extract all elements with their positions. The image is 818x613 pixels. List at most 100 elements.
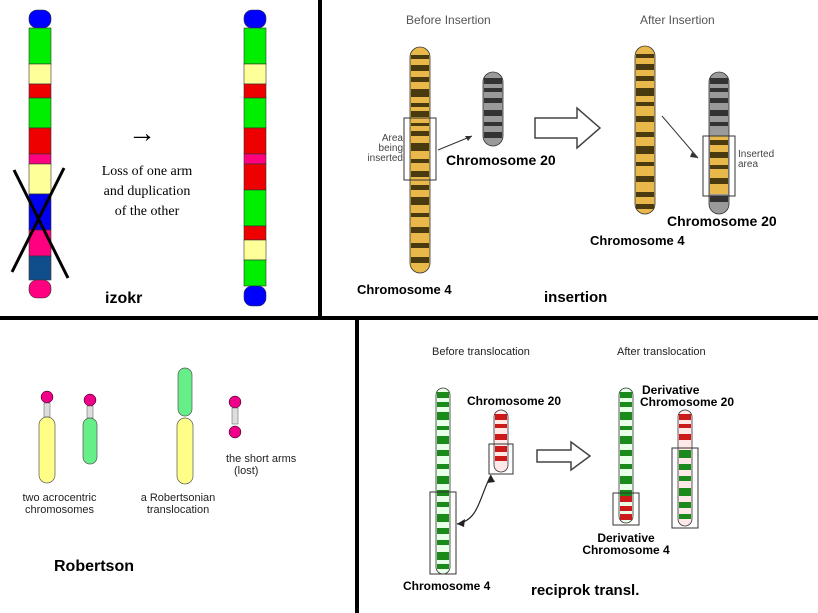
band bbox=[620, 402, 632, 407]
band bbox=[28, 97, 52, 129]
swap-arrow-head-2 bbox=[487, 475, 495, 483]
band bbox=[411, 257, 429, 263]
band bbox=[28, 27, 52, 65]
deriv20-label: Derivative Chromosome 20 bbox=[640, 384, 734, 408]
band bbox=[636, 102, 654, 106]
lost-stalk bbox=[231, 407, 239, 425]
band bbox=[28, 153, 52, 165]
band bbox=[28, 163, 52, 195]
band bbox=[28, 255, 52, 281]
band bbox=[437, 436, 449, 444]
band bbox=[437, 464, 449, 469]
band bbox=[437, 514, 449, 522]
band bbox=[411, 103, 429, 107]
band bbox=[679, 424, 691, 428]
deriv4-line: Derivative bbox=[597, 531, 655, 545]
after-chromosome-4 bbox=[634, 45, 656, 215]
band bbox=[437, 540, 449, 545]
acrocentric-caption: two acrocentric chromosomes bbox=[12, 492, 107, 516]
panel-reciprok: Before translocation After translocation… bbox=[359, 320, 818, 613]
band bbox=[243, 9, 267, 29]
satellite bbox=[40, 390, 54, 404]
band bbox=[243, 97, 267, 129]
band bbox=[437, 476, 449, 484]
band bbox=[636, 76, 654, 81]
band bbox=[710, 165, 728, 169]
band bbox=[620, 476, 632, 484]
band bbox=[710, 110, 728, 116]
swap-arrow-head-1 bbox=[457, 519, 465, 527]
panel-izokr: → Loss of one arm and duplication of the… bbox=[0, 0, 318, 316]
chr20-label: Chromosome 20 bbox=[467, 394, 562, 408]
insert-pointer-head bbox=[690, 152, 698, 158]
band bbox=[636, 116, 654, 122]
insert-pointer bbox=[661, 115, 699, 159]
band bbox=[710, 152, 728, 158]
band bbox=[495, 446, 507, 452]
robertson-diagram bbox=[38, 367, 242, 485]
band bbox=[411, 123, 429, 126]
band bbox=[437, 412, 449, 420]
izokr-caption-line: Loss of one arm bbox=[101, 164, 193, 179]
izokr-caption-line: and duplication bbox=[103, 184, 191, 199]
insertion-diagram bbox=[403, 45, 736, 274]
band bbox=[679, 464, 691, 470]
band bbox=[243, 153, 267, 165]
band bbox=[243, 189, 267, 227]
deriv20-line: Chromosome 20 bbox=[640, 395, 735, 409]
hollow-arrow bbox=[534, 106, 602, 150]
band bbox=[243, 27, 267, 65]
band bbox=[437, 392, 449, 398]
after-chr4-label: Chromosome 4 bbox=[590, 233, 685, 248]
band bbox=[411, 131, 429, 136]
stalk bbox=[43, 402, 51, 418]
band bbox=[710, 88, 728, 92]
inserted-area-box bbox=[702, 135, 736, 197]
band bbox=[243, 83, 267, 99]
band bbox=[243, 259, 267, 287]
band bbox=[28, 127, 52, 155]
band bbox=[28, 63, 52, 85]
deriv20-box bbox=[671, 447, 699, 529]
acrocentric-green bbox=[82, 417, 98, 465]
insertion-label: insertion bbox=[544, 289, 608, 306]
band bbox=[243, 163, 267, 191]
band bbox=[636, 204, 654, 209]
band bbox=[411, 77, 429, 82]
band bbox=[679, 488, 691, 496]
right-chromosome bbox=[243, 9, 267, 307]
robertsonian-caption: a Robertsonian translocation bbox=[133, 492, 223, 516]
acrocentric-yellow bbox=[38, 416, 56, 484]
after-chromosome-20 bbox=[708, 71, 730, 215]
after-translocation-title: After translocation bbox=[617, 346, 706, 358]
inserted-label-line: area bbox=[738, 159, 759, 170]
band bbox=[636, 192, 654, 197]
band bbox=[636, 132, 654, 137]
band bbox=[620, 496, 632, 502]
short-arms-caption: the short arms (lost) bbox=[226, 453, 296, 477]
band bbox=[484, 132, 502, 138]
band bbox=[636, 88, 654, 96]
band bbox=[679, 450, 691, 458]
robertson-label: Robertson bbox=[54, 558, 134, 575]
band bbox=[243, 239, 267, 261]
band bbox=[710, 178, 728, 184]
chr4-label: Chromosome 4 bbox=[403, 579, 491, 593]
band bbox=[411, 213, 429, 217]
area-label-line: inserted bbox=[367, 153, 403, 164]
band bbox=[710, 122, 728, 126]
izokr-caption-line: of the other bbox=[114, 204, 180, 219]
band bbox=[243, 225, 267, 241]
band bbox=[28, 83, 52, 99]
band bbox=[437, 490, 449, 496]
band bbox=[411, 55, 429, 59]
band bbox=[710, 140, 728, 145]
chr20-box bbox=[488, 443, 514, 475]
band bbox=[679, 414, 691, 420]
band bbox=[484, 110, 502, 116]
izokr-diagram bbox=[10, 9, 267, 307]
band bbox=[28, 9, 52, 29]
band bbox=[679, 502, 691, 508]
swap-arrow bbox=[456, 474, 492, 525]
band bbox=[411, 185, 429, 190]
